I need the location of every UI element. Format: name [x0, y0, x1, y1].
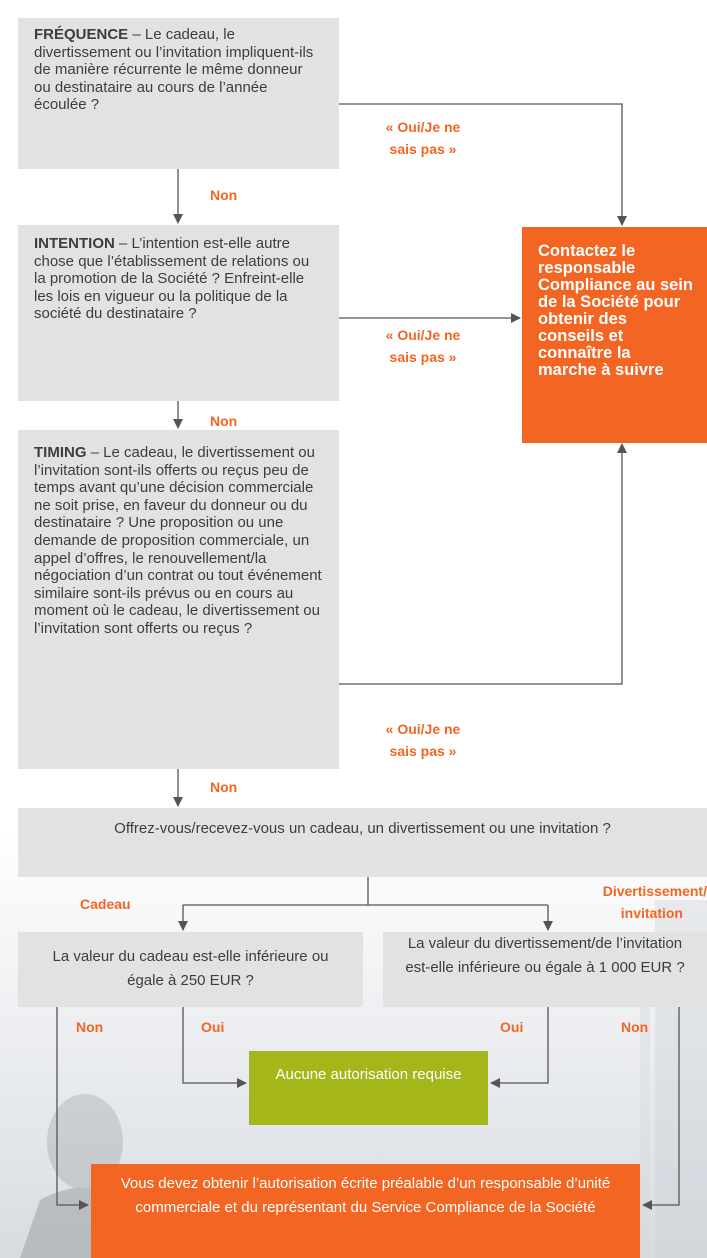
contact-compliance-text: Contactez le responsable Compliance au s…	[538, 242, 693, 379]
oui-label-3-line2: sais pas »	[389, 743, 457, 759]
contact-compliance-box: Contactez le responsable Compliance au s…	[522, 227, 707, 443]
oui-label-2-line2: sais pas »	[389, 349, 457, 365]
no-authorization-box: Aucune autorisation requise	[249, 1051, 488, 1125]
written-authorization-box: Vous devez obtenir l’autorisation écrite…	[91, 1164, 640, 1258]
timing-question: TIMING – Le cadeau, le divertissement ou…	[18, 430, 339, 769]
intention-question: INTENTION – L’intention est-elle autre c…	[18, 225, 339, 401]
cadeau-label: Cadeau	[80, 896, 131, 912]
entertainment-value-question: La valeur du divertissement/de l’invitat…	[383, 932, 707, 1007]
gift-value-question: La valeur du cadeau est-elle inférieure …	[18, 932, 363, 1007]
oui-label-2-line1: « Oui/Je ne	[385, 327, 461, 343]
oui-label-1-line1: « Oui/Je ne	[385, 119, 461, 135]
timing-text: – Le cadeau, le divertissement ou l’invi…	[34, 444, 322, 637]
no-authorization-text: Aucune autorisation requise	[275, 1066, 462, 1083]
gift-non-label: Non	[76, 1019, 104, 1035]
entertainment-value-question-text: La valeur du divertissement/de l’invitat…	[405, 935, 685, 976]
non-label-1: Non	[210, 187, 238, 203]
offer-type-question-text: Offrez-vous/recevez-vous un cadeau, un d…	[114, 820, 611, 837]
intention-title: INTENTION	[34, 235, 115, 252]
frequence-text: – Le cadeau, le divertissement ou l’invi…	[34, 26, 314, 114]
intention-text: – L’intention est-elle autre chose que l…	[34, 235, 310, 323]
oui-label-1: « Oui/Je ne sais pas »	[358, 116, 488, 160]
non-label-2: Non	[210, 413, 238, 429]
ent-non-label: Non	[621, 1019, 649, 1035]
oui-label-3-line1: « Oui/Je ne	[385, 721, 461, 737]
frequence-question: FRÉQUENCE – Le cadeau, le divertissement…	[18, 18, 339, 169]
written-authorization-text: Vous devez obtenir l’autorisation écrite…	[120, 1175, 611, 1216]
oui-label-1-line2: sais pas »	[389, 141, 457, 157]
gift-value-question-text: La valeur du cadeau est-elle inférieure …	[52, 948, 329, 989]
divertissement-label-line1: Divertissement/	[602, 883, 707, 899]
divertissement-label: Divertissement/ invitation	[553, 880, 707, 924]
offer-type-question: Offrez-vous/recevez-vous un cadeau, un d…	[18, 808, 707, 877]
frequence-title: FRÉQUENCE	[34, 26, 129, 43]
oui-label-2: « Oui/Je ne sais pas »	[358, 324, 488, 368]
gift-oui-label: Oui	[201, 1019, 225, 1035]
ent-oui-label: Oui	[500, 1019, 524, 1035]
timing-title: TIMING	[34, 444, 87, 461]
non-label-3: Non	[210, 779, 238, 795]
oui-label-3: « Oui/Je ne sais pas »	[358, 718, 488, 762]
divertissement-label-line2: invitation	[620, 905, 683, 921]
